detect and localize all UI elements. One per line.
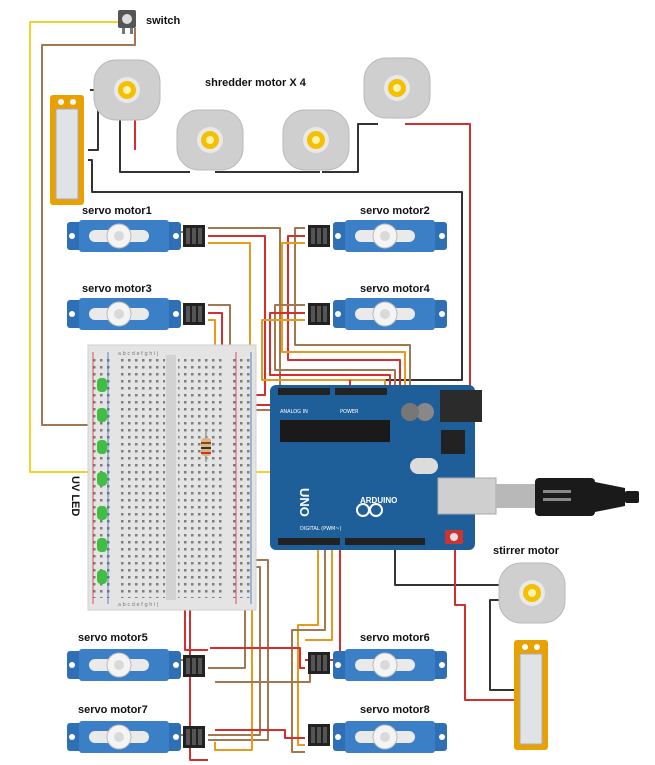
switch-label: switch: [146, 15, 181, 27]
servo-motor-8-label: servo motor8: [360, 704, 430, 716]
servo-motor-4-label: servo motor4: [360, 283, 431, 295]
shredder-label: shredder motor X 4: [205, 77, 307, 89]
uno-power-label: POWER: [340, 409, 359, 415]
servo-motor-2: [332, 219, 448, 253]
battery-top: [49, 94, 85, 206]
uv-led-4: [97, 472, 107, 486]
servo-connector-8: [308, 724, 330, 746]
servo-motor-6-label: servo motor6: [360, 632, 430, 644]
arduino-logo: [356, 503, 383, 517]
servo-connector-2: [308, 225, 330, 247]
servo-motor-3: [66, 297, 182, 331]
servo-connector-4: [308, 303, 330, 325]
breadboard-columns-bottom: a b c d e f g h i j: [118, 602, 158, 608]
uv-led-6: [97, 538, 107, 552]
uno-digital-label: DIGITAL (PWM~): [300, 526, 342, 532]
shredder-motor-3: [282, 109, 350, 171]
shredder-motor-1: [93, 59, 161, 121]
uv-led-label: UV LED: [69, 476, 81, 516]
servo-motor-1: [66, 219, 182, 253]
breadboard: a b c d e f g h i j a b c d e f g h i j: [87, 344, 257, 611]
servo-motor-7: [66, 720, 182, 754]
uv-led-3: [97, 440, 107, 454]
servo-motor-6: [332, 648, 448, 682]
servo-motor-5-label: servo motor5: [78, 632, 148, 644]
servo-connector-7: [183, 726, 205, 748]
breadboard-columns-top: a b c d e f g h i j: [118, 351, 158, 357]
servo-motor-8: [332, 720, 448, 754]
resistor: [201, 430, 211, 462]
servo-connector-6: [308, 652, 330, 674]
stirrer-motor: [498, 562, 566, 624]
servo-motor-7-label: servo motor7: [78, 704, 148, 716]
uv-leds: [97, 378, 107, 584]
uv-led-1: [97, 378, 107, 392]
uv-led-5: [97, 506, 107, 520]
servo-motor-3-label: servo motor3: [82, 283, 152, 295]
uv-led-2: [97, 408, 107, 422]
shredder-motor-4: [363, 57, 431, 119]
servo-motor-2-label: servo motor2: [360, 205, 430, 217]
push-switch: [118, 10, 136, 34]
uno-model: UNO: [297, 488, 312, 517]
uno-brand: ARDUINO: [360, 496, 397, 505]
shredder-motor-2: [176, 109, 244, 171]
servo-connector-1: [183, 225, 205, 247]
arduino-uno: ANALOG IN POWER DIGITAL (PWM~) ARDUINO U…: [270, 385, 639, 550]
battery-bottom: [513, 639, 549, 751]
servo-connector-3: [183, 303, 205, 325]
servo-connector-5: [183, 655, 205, 677]
uno-analog-label: ANALOG IN: [280, 409, 308, 415]
servo-motor-4: [332, 297, 448, 331]
servo-motor-1-label: servo motor1: [82, 205, 152, 217]
servo-motor-5: [66, 648, 182, 682]
stirrer-label: stirrer motor: [493, 545, 560, 557]
uv-led-7: [97, 570, 107, 584]
